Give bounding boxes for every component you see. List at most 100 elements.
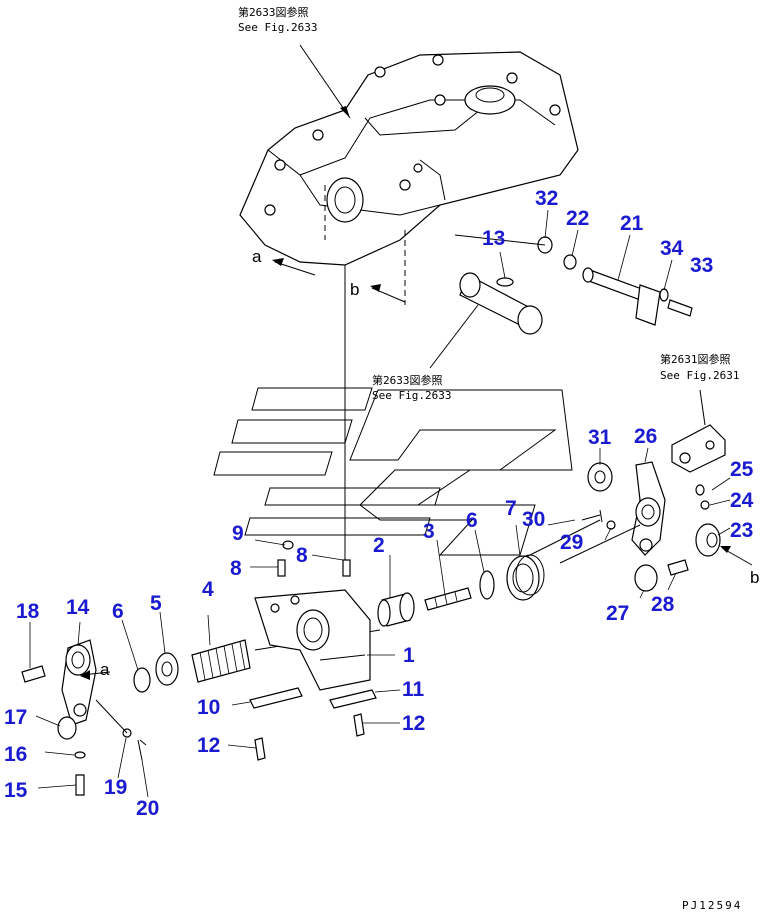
- callout-3: 3: [423, 520, 435, 543]
- callout-15: 15: [4, 779, 28, 802]
- callout-6-left: 6: [112, 600, 124, 623]
- callout-2: 2: [373, 534, 385, 557]
- pin-29: [581, 509, 603, 523]
- callout-6-right: 6: [466, 509, 478, 532]
- bolt-12-right: [353, 713, 365, 737]
- callout-26: 26: [634, 425, 657, 448]
- assembly-guide-line: [519, 519, 601, 561]
- callout-numbers: 1 2 3 4 5 6 6 7 8 8 9 10 11 12 12 13 14 …: [4, 187, 754, 820]
- spring-4: [191, 639, 251, 683]
- callout-18: 18: [16, 600, 40, 623]
- callout-8-right: 8: [296, 544, 308, 567]
- callout-5: 5: [150, 592, 162, 615]
- callout-33: 33: [690, 254, 713, 277]
- callout-28: 28: [651, 593, 675, 616]
- pin-8-left: [277, 559, 286, 577]
- roller-27: [634, 564, 658, 592]
- plate-10: [249, 687, 303, 709]
- svg-text:b: b: [750, 568, 759, 587]
- callout-23: 23: [730, 519, 753, 542]
- bolt-15: [75, 774, 85, 796]
- cam-23: [695, 523, 721, 557]
- view-marker-b-right: b: [720, 546, 759, 587]
- ref-fig2633-mid-en: See Fig.2633: [372, 389, 451, 402]
- sleeve-3: [424, 587, 472, 611]
- callout-7: 7: [505, 497, 517, 520]
- bolt-28: [667, 559, 689, 576]
- callout-12-right: 12: [402, 712, 425, 735]
- roller-17: [57, 716, 77, 740]
- svg-text:a: a: [100, 660, 110, 679]
- callout-4: 4: [202, 578, 214, 601]
- callout-16: 16: [4, 743, 27, 766]
- pin-21: [582, 267, 661, 326]
- callout-11: 11: [402, 678, 425, 701]
- link-14: [61, 639, 97, 726]
- assembly-guide-line: [559, 524, 641, 564]
- callout-20: 20: [136, 797, 159, 820]
- callout-17: 17: [4, 706, 27, 729]
- fitting-25: [695, 484, 705, 496]
- callout-1: 1: [403, 644, 415, 667]
- chevron-watermark: [213, 387, 573, 556]
- callout-14: 14: [66, 596, 90, 619]
- callout-29: 29: [560, 531, 583, 554]
- callout-13: 13: [482, 227, 505, 250]
- callout-34: 34: [660, 237, 684, 260]
- pin-20: [137, 739, 147, 761]
- fitting-24: [700, 500, 710, 510]
- bolt-18: [21, 665, 46, 683]
- callout-12-left: 12: [197, 734, 220, 757]
- callout-27: 27: [606, 602, 629, 625]
- bolt-12-left: [254, 737, 266, 761]
- assembly-guide-line: [95, 699, 128, 734]
- roller-31: [587, 462, 613, 492]
- lever-26: [631, 461, 666, 556]
- arrow-head-icon: [340, 106, 350, 118]
- pin-8-right: [342, 559, 351, 577]
- bolt-33: [667, 299, 693, 317]
- snap-ring-6-right: [479, 570, 495, 600]
- snap-ring-6-left: [133, 667, 151, 693]
- bearing-7: [506, 554, 545, 601]
- ref-fig2631-en: See Fig.2631: [660, 369, 739, 382]
- leader-housing-ref: [299, 44, 351, 119]
- svg-text:a: a: [252, 247, 262, 266]
- callout-21: 21: [620, 212, 644, 235]
- callout-22: 22: [566, 207, 589, 230]
- view-marker-b-top: b: [350, 280, 406, 303]
- bushing-2: [377, 592, 415, 627]
- view-marker-a-left: a: [80, 660, 111, 680]
- callout-9: 9: [232, 522, 244, 545]
- leader-shaft-ref: [429, 304, 479, 369]
- callout-25: 25: [730, 458, 754, 481]
- washer-34: [659, 288, 669, 302]
- svg-text:b: b: [350, 280, 359, 299]
- leader-clevis-ref: [699, 389, 706, 426]
- assembly-guide-line: [454, 234, 546, 246]
- view-marker-a-top: a: [252, 247, 316, 276]
- clevis-ref-2631: [671, 424, 726, 473]
- drawing-code: PJ12594: [682, 899, 742, 912]
- callout-30: 30: [522, 508, 545, 531]
- leader-lines: [29, 209, 731, 798]
- plate-11: [329, 689, 377, 709]
- callout-32: 32: [535, 187, 558, 210]
- ref-fig2633-top-jp: 第2633図参照: [238, 5, 309, 19]
- callout-10: 10: [197, 696, 220, 719]
- washer-22: [563, 254, 577, 270]
- washer-5: [155, 652, 179, 686]
- ref-fig2633-mid-jp: 第2633図参照: [372, 373, 443, 387]
- callout-8-left: 8: [230, 557, 242, 580]
- washer-29: [606, 520, 616, 530]
- callout-31: 31: [588, 426, 612, 449]
- washer-16: [74, 751, 86, 759]
- ref-fig2631-jp: 第2631図参照: [660, 352, 731, 366]
- ref-fig2633-top-en: See Fig.2633: [238, 21, 317, 34]
- callout-19: 19: [104, 776, 127, 799]
- bracket-1: [254, 589, 371, 691]
- callout-24: 24: [730, 489, 754, 512]
- top-housing: [239, 51, 579, 305]
